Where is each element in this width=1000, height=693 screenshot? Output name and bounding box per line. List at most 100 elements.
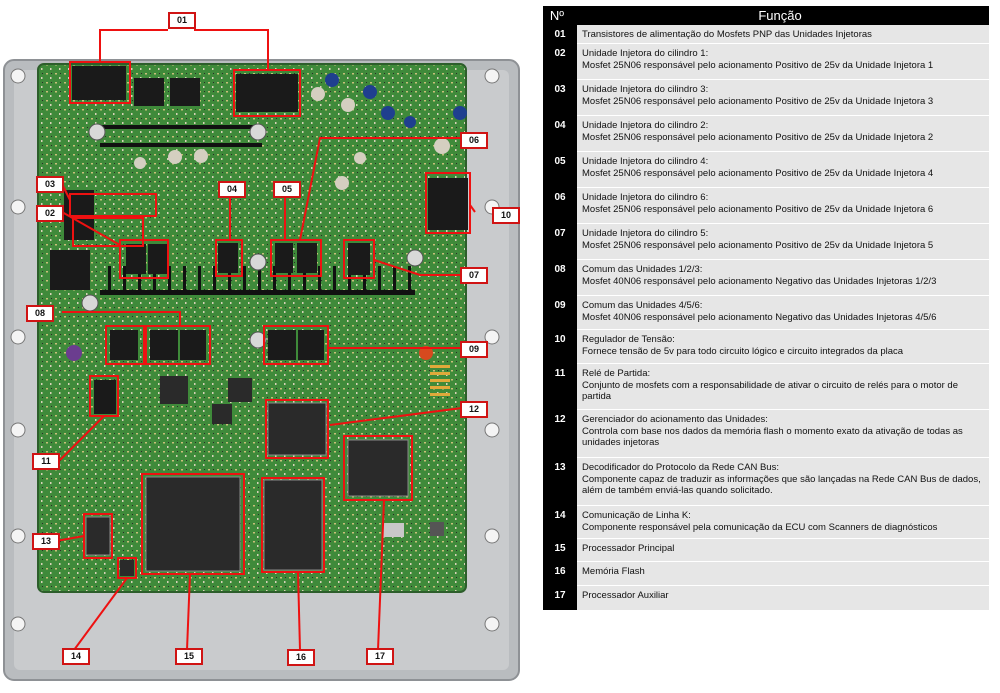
row-title: Unidade Injetora do cilindro 2: [582, 120, 709, 131]
table-row: 07 Unidade Injetora do cilindro 5:Mosfet… [543, 224, 989, 260]
row-detail: Fornece tensão de 5v para todo circuito … [582, 345, 904, 357]
function-table: Nº Função 01 Transistores de alimentação… [543, 6, 989, 610]
callout-05: 05 [273, 181, 301, 198]
row-title: Unidade Injetora do cilindro 4: [582, 156, 709, 167]
table-row: 13 Decodificador do Protocolo da Rede CA… [543, 458, 989, 506]
callout-17: 17 [366, 648, 394, 665]
row-detail: Conjunto de mosfets com a responsabilida… [582, 379, 958, 403]
table-row: 09 Comum das Unidades 4/5/6:Mosfet 40N06… [543, 296, 989, 330]
row-description: Gerenciador do acionamento das Unidades:… [577, 410, 989, 458]
row-detail: Mosfet 25N06 responsável pelo acionament… [582, 167, 934, 179]
row-title: Unidade Injetora do cilindro 6: [582, 192, 709, 203]
callout-09: 09 [460, 341, 488, 358]
row-title: Comum das Unidades 4/5/6: [582, 300, 703, 311]
row-title: Memória Flash [582, 566, 645, 577]
row-description: Decodificador do Protocolo da Rede CAN B… [577, 458, 989, 506]
table-row: 04 Unidade Injetora do cilindro 2:Mosfet… [543, 116, 989, 152]
table-row: 01 Transistores de alimentação do Mosfet… [543, 25, 989, 44]
callout-03: 03 [36, 176, 64, 193]
row-title: Unidade Injetora do cilindro 1: [582, 48, 709, 59]
row-title: Unidade Injetora do cilindro 5: [582, 228, 709, 239]
row-description: Unidade Injetora do cilindro 2:Mosfet 25… [577, 116, 989, 152]
row-description: Transistores de alimentação do Mosfets P… [577, 25, 989, 44]
row-detail: Mosfet 40N06 responsável pelo acionament… [582, 275, 937, 287]
row-number: 17 [543, 586, 577, 610]
callout-10: 10 [492, 207, 520, 224]
callout-16: 16 [287, 649, 315, 666]
row-number: 11 [543, 364, 577, 410]
callout-08: 08 [26, 305, 54, 322]
row-detail: Mosfet 25N06 responsável pelo acionament… [582, 131, 934, 143]
row-description: Unidade Injetora do cilindro 1:Mosfet 25… [577, 44, 989, 80]
table-row: 08 Comum das Unidades 1/2/3:Mosfet 40N06… [543, 260, 989, 296]
row-number: 13 [543, 458, 577, 506]
row-detail: Mosfet 25N06 responsável pelo acionament… [582, 203, 934, 215]
row-title: Comunicação de Linha K: [582, 510, 691, 521]
row-number: 02 [543, 44, 577, 80]
row-number: 07 [543, 224, 577, 260]
board-illustration [3, 29, 520, 681]
row-title: Decodificador do Protocolo da Rede CAN B… [582, 462, 779, 473]
row-title: Regulador de Tensão: [582, 334, 675, 345]
row-description: Memória Flash [577, 562, 989, 586]
row-number: 04 [543, 116, 577, 152]
header-number: Nº [549, 8, 565, 23]
row-description: Unidade Injetora do cilindro 6:Mosfet 25… [577, 188, 989, 224]
row-number: 16 [543, 562, 577, 586]
table-header: Nº Função [543, 6, 989, 25]
table-row: 05 Unidade Injetora do cilindro 4:Mosfet… [543, 152, 989, 188]
row-description: Comunicação de Linha K:Componente respon… [577, 506, 989, 539]
row-description: Regulador de Tensão:Fornece tensão de 5v… [577, 330, 989, 364]
ecu-board-photo: 01 03 02 04 05 06 10 07 08 09 12 11 13 1… [3, 12, 520, 681]
row-description: Unidade Injetora do cilindro 3:Mosfet 25… [577, 80, 989, 116]
callout-15: 15 [175, 648, 203, 665]
row-title: Processador Auxiliar [582, 590, 669, 601]
row-title: Processador Principal [582, 543, 675, 554]
row-detail: Controla com base nos dados da memória f… [582, 425, 963, 449]
row-title: Relé de Partida: [582, 368, 651, 379]
row-number: 09 [543, 296, 577, 330]
callout-06: 06 [460, 132, 488, 149]
table-row: 06 Unidade Injetora do cilindro 6:Mosfet… [543, 188, 989, 224]
header-function: Função [758, 8, 802, 23]
row-number: 14 [543, 506, 577, 539]
table-row: 02 Unidade Injetora do cilindro 1:Mosfet… [543, 44, 989, 80]
row-title: Transistores de alimentação do Mosfets P… [582, 29, 872, 40]
row-description: Processador Auxiliar [577, 586, 989, 610]
row-number: 12 [543, 410, 577, 458]
table-row: 17 Processador Auxiliar [543, 586, 989, 610]
row-number: 01 [543, 25, 577, 44]
row-number: 15 [543, 539, 577, 562]
row-description: Comum das Unidades 4/5/6:Mosfet 40N06 re… [577, 296, 989, 330]
table-row: 15 Processador Principal [543, 539, 989, 562]
row-detail: Componente responsável pela comunicação … [582, 521, 938, 533]
row-title: Comum das Unidades 1/2/3: [582, 264, 703, 275]
row-detail: Mosfet 25N06 responsável pelo acionament… [582, 59, 934, 71]
callout-01: 01 [168, 12, 196, 29]
callout-02: 02 [36, 205, 64, 222]
row-number: 10 [543, 330, 577, 364]
row-title: Gerenciador do acionamento das Unidades: [582, 414, 768, 425]
table-row: 03 Unidade Injetora do cilindro 3:Mosfet… [543, 80, 989, 116]
callout-12: 12 [460, 401, 488, 418]
row-number: 08 [543, 260, 577, 296]
row-number: 05 [543, 152, 577, 188]
row-description: Unidade Injetora do cilindro 5:Mosfet 25… [577, 224, 989, 260]
row-detail: Mosfet 25N06 responsável pelo acionament… [582, 95, 934, 107]
callout-07: 07 [460, 267, 488, 284]
row-detail: Componente capaz de traduzir as informaç… [582, 473, 981, 497]
table-row: 11 Relé de Partida:Conjunto de mosfets c… [543, 364, 989, 410]
callout-14: 14 [62, 648, 90, 665]
row-detail: Mosfet 25N06 responsável pelo acionament… [582, 239, 934, 251]
row-description: Processador Principal [577, 539, 989, 562]
row-description: Unidade Injetora do cilindro 4:Mosfet 25… [577, 152, 989, 188]
callout-11: 11 [32, 453, 60, 470]
callout-13: 13 [32, 533, 60, 550]
table-row: 12 Gerenciador do acionamento das Unidad… [543, 410, 989, 458]
table-row: 14 Comunicação de Linha K:Componente res… [543, 506, 989, 539]
row-number: 06 [543, 188, 577, 224]
row-description: Comum das Unidades 1/2/3:Mosfet 40N06 re… [577, 260, 989, 296]
row-detail: Mosfet 40N06 responsável pelo acionament… [582, 311, 937, 323]
callout-04: 04 [218, 181, 246, 198]
row-description: Relé de Partida:Conjunto de mosfets com … [577, 364, 989, 410]
